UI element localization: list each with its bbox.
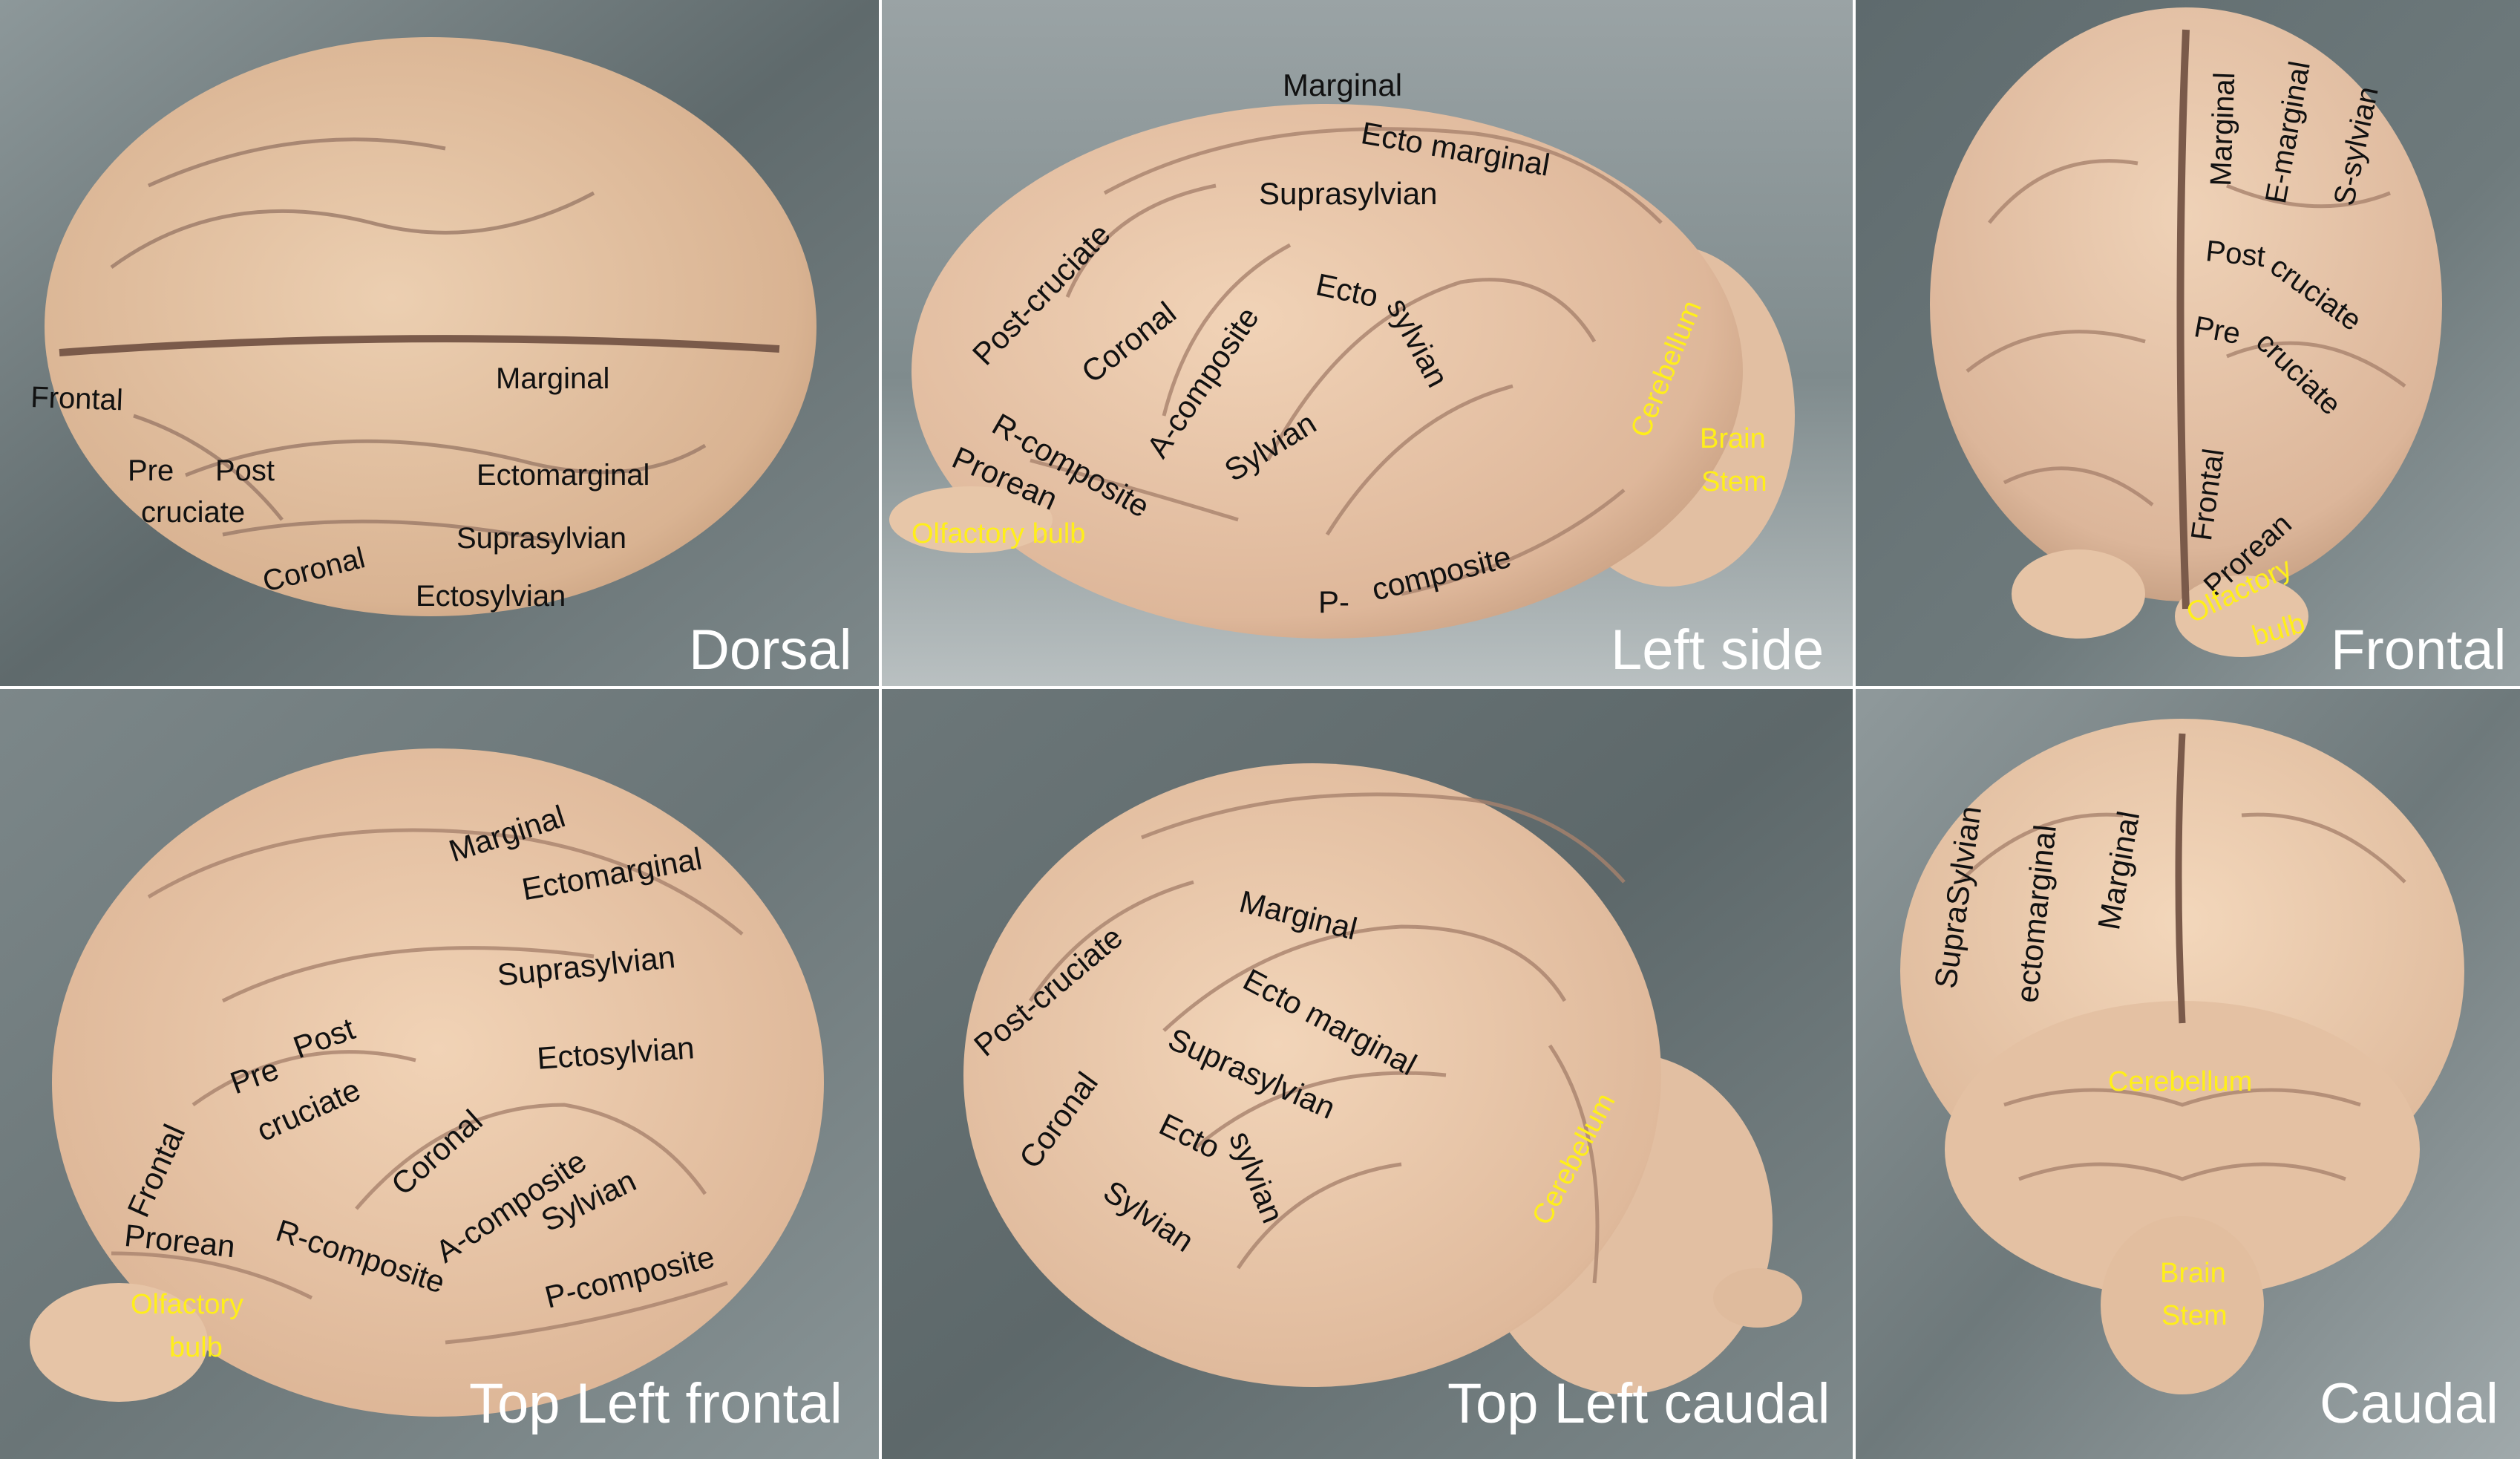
dorsal-label-ectomarginal: Ectomarginal (477, 459, 650, 492)
left-label-olfactory-bulb: Olfactory bulb (912, 518, 1086, 549)
dorsal-label-cruciate: cruciate (141, 496, 246, 529)
frontal-photo (1856, 0, 2520, 686)
tlf-label-bulb: bulb (169, 1332, 223, 1363)
dorsal-photo (0, 0, 879, 686)
caudal-label-cerebellum: Cerebellum (2108, 1066, 2253, 1097)
left-side-photo (882, 0, 1853, 686)
left-label-marginal: Marginal (1283, 68, 1403, 102)
panel-left-side: Marginal Ecto marginal Suprasylvian Post… (882, 0, 1853, 686)
dorsal-label-suprasylvian: Suprasylvian (456, 522, 627, 555)
panel-dorsal: Frontal Marginal Pre Post cruciate Ectom… (0, 0, 879, 686)
top-left-caudal-photo (882, 689, 1853, 1459)
left-label-brain: Brain (1700, 423, 1766, 454)
left-label-suprasylvian: Suprasylvian (1259, 176, 1438, 211)
frontal-title: Frontal (2331, 618, 2507, 682)
dorsal-title: Dorsal (689, 618, 852, 682)
dorsal-label-pre: Pre (128, 454, 174, 487)
caudal-title: Caudal (2320, 1372, 2498, 1435)
top-left-frontal-title: Top Left frontal (469, 1372, 842, 1435)
frontal-label-post: Post (2204, 235, 2267, 274)
dorsal-label-post: Post (215, 454, 275, 487)
frontal-label-marginal: Marginal (2205, 71, 2242, 187)
dorsal-label-frontal: Frontal (30, 381, 124, 417)
dorsal-label-marginal: Marginal (496, 362, 610, 395)
caudal-label-brain: Brain (2160, 1258, 2226, 1289)
panel-top-left-frontal: Marginal Ectomarginal Suprasylvian Pre P… (0, 689, 879, 1459)
top-left-caudal-title: Top Left caudal (1447, 1372, 1830, 1435)
left-label-p: P- (1318, 584, 1349, 619)
left-side-title: Left side (1611, 618, 1824, 682)
panel-frontal: Marginal E-marginal S-sylvian Post cruci… (1856, 0, 2520, 686)
left-label-stem: Stem (1701, 466, 1767, 497)
panel-caudal: SupraSylvian ectomarginal Marginal Cereb… (1856, 689, 2520, 1459)
dorsal-label-ectosylvian: Ectosylvian (416, 580, 566, 613)
panel-top-left-caudal: Post-cruciate Marginal Ecto marginal Cor… (882, 689, 1853, 1459)
tlf-label-olfactory: Olfactory (131, 1289, 244, 1320)
caudal-photo (1856, 689, 2520, 1459)
frontal-label-pre: Pre (2191, 310, 2243, 351)
caudal-label-stem: Stem (2161, 1300, 2228, 1331)
top-left-frontal-photo (0, 689, 879, 1459)
